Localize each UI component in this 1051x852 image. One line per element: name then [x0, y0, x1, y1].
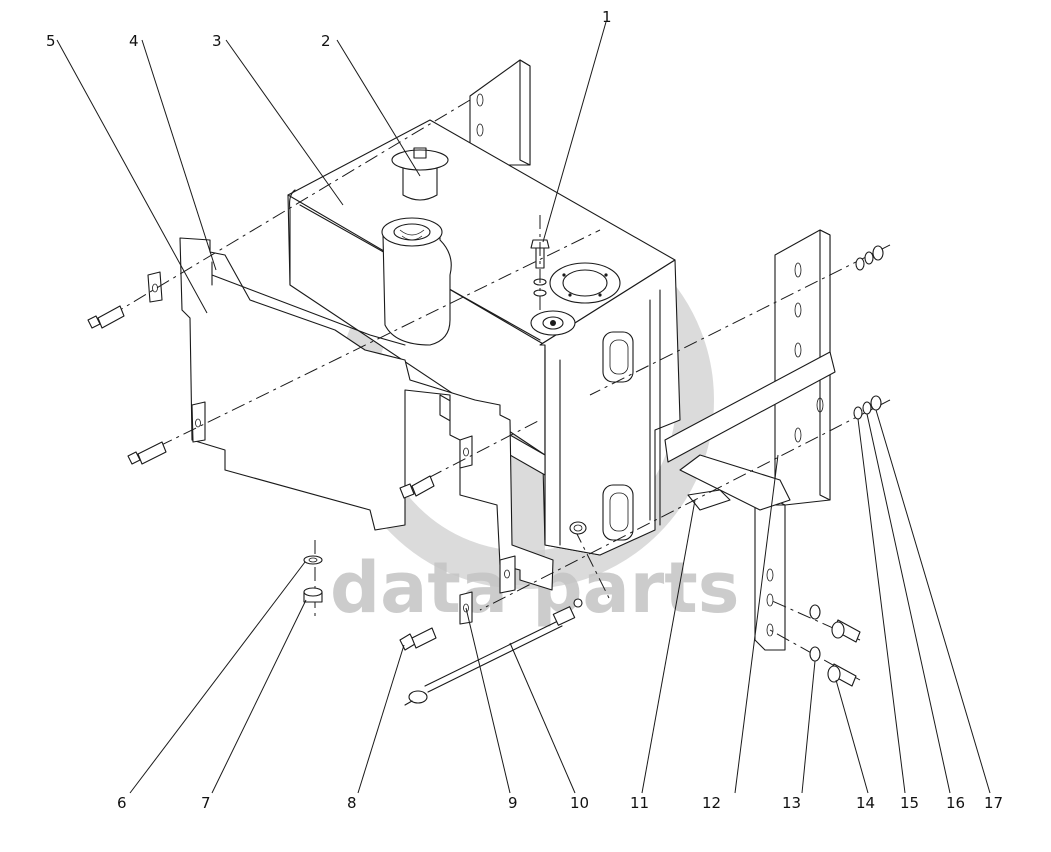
leader-lines	[56, 21, 991, 794]
panel-tab-right	[459, 435, 473, 469]
hardware	[87, 245, 884, 706]
tank-handle-upper	[602, 331, 634, 383]
leader-5	[56, 39, 208, 314]
leader-7	[211, 599, 307, 794]
leader-1	[542, 21, 607, 243]
callout-15: 15	[900, 794, 919, 812]
leader-12	[734, 454, 779, 794]
callout-9: 9	[508, 794, 518, 812]
callout-16: 16	[946, 794, 965, 812]
leader-14	[835, 679, 869, 794]
leader-11	[641, 499, 696, 794]
leader-2	[336, 39, 421, 177]
washer-nut-stack-upper	[855, 245, 884, 271]
callout-8: 8	[347, 794, 357, 812]
tank-port	[530, 310, 576, 336]
leader-17	[875, 409, 991, 794]
panel-tab-upper	[147, 271, 163, 303]
leader-3	[225, 39, 344, 206]
callout-13: 13	[782, 794, 801, 812]
callout-3: 3	[212, 32, 222, 50]
rear-mounting-bracket	[469, 59, 531, 166]
callout-11: 11	[630, 794, 649, 812]
bolt-part-14-upper	[831, 619, 861, 643]
filler-neck	[381, 217, 452, 346]
centerlines	[94, 99, 891, 681]
washer-part-6	[303, 555, 323, 565]
panel-tab-bottom	[499, 555, 516, 594]
side-port	[569, 521, 587, 535]
leader-13	[801, 660, 816, 794]
callout-10: 10	[570, 794, 589, 812]
tank-cover-plate	[549, 262, 621, 304]
callout-6: 6	[117, 794, 127, 812]
callout-14: 14	[856, 794, 875, 812]
leader-16	[866, 413, 951, 794]
bolt-part-8	[399, 627, 437, 651]
callout-12: 12	[702, 794, 721, 812]
leader-8	[357, 644, 405, 794]
bolt-lower-left	[127, 441, 167, 465]
callout-4: 4	[129, 32, 139, 50]
level-gauge-part-10	[404, 598, 583, 706]
bolt-upper-left	[87, 305, 125, 329]
leader-4	[141, 39, 217, 271]
side-cover-panel	[147, 237, 554, 625]
hydraulic-tank	[287, 119, 681, 556]
leader-10	[509, 642, 576, 794]
nut-part-7	[303, 587, 323, 603]
bolt-part-14-lower	[827, 663, 857, 687]
leader-15	[857, 418, 906, 794]
callout-1: 1	[602, 8, 612, 26]
support-bracket	[664, 229, 836, 651]
breather-cap	[391, 147, 449, 201]
callout-labels: 1 2 3 4 5 6 7 8 9 10 11 12 13 14 15 16 1…	[46, 8, 1003, 812]
callout-5: 5	[46, 32, 56, 50]
tank-handle-lower	[602, 484, 634, 541]
leader-9	[465, 607, 511, 794]
washer-part-13-upper	[809, 604, 821, 620]
callout-2: 2	[321, 32, 331, 50]
leader-6	[129, 561, 306, 794]
callout-17: 17	[984, 794, 1003, 812]
panel-tab-lower	[191, 401, 206, 443]
bolt-middle	[399, 475, 435, 499]
callout-7: 7	[201, 794, 211, 812]
washer-part-13-lower	[809, 646, 821, 662]
